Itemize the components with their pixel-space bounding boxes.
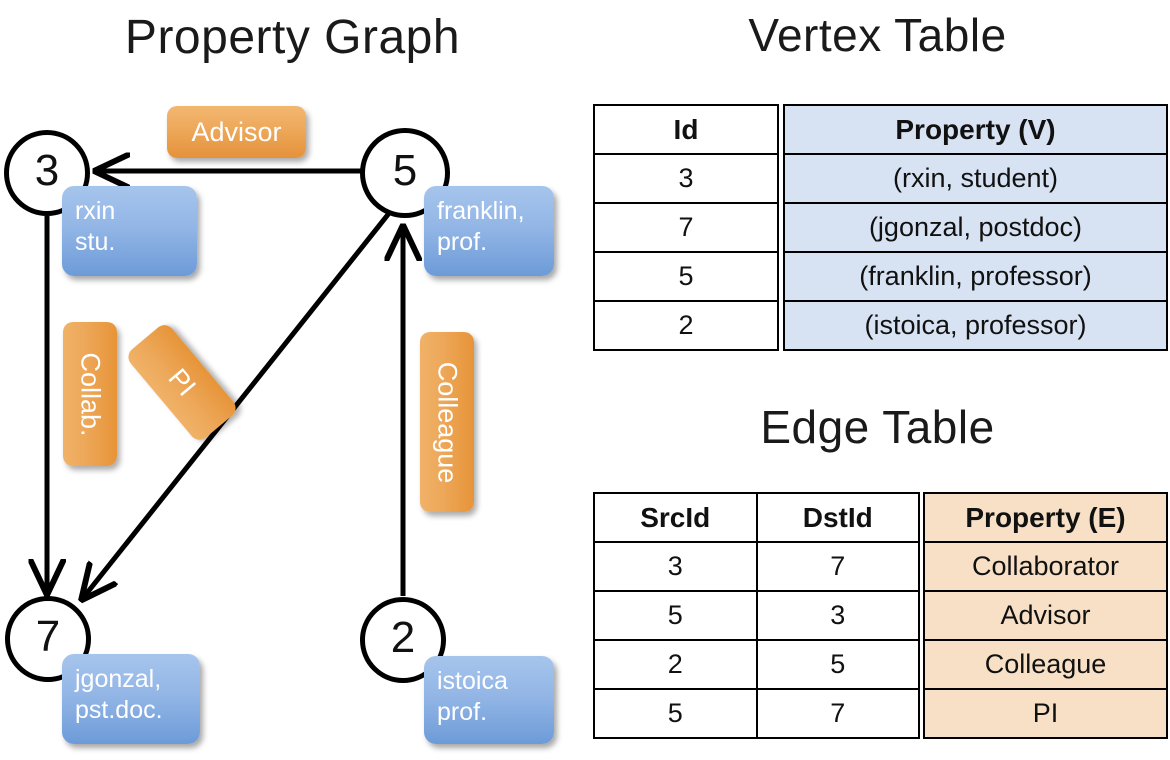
vertex-property-3-line1: rxin bbox=[75, 197, 116, 225]
edge-row-1-src: 5 bbox=[593, 590, 758, 641]
edge-row-2-dst: 5 bbox=[755, 639, 920, 690]
vertex-row-1-id: 7 bbox=[593, 202, 779, 253]
edge-row-3-src: 5 bbox=[593, 688, 758, 739]
edge-table-header-property: Property (E) bbox=[923, 492, 1168, 543]
edge-row-2-property: Colleague bbox=[923, 639, 1168, 690]
table-row[interactable]: (franklin, professor) bbox=[783, 251, 1168, 302]
table-header-row: Property (E) bbox=[923, 492, 1168, 543]
table-row[interactable]: 3 7 bbox=[593, 541, 920, 592]
table-row[interactable]: 2 bbox=[593, 300, 779, 351]
vertex-property-5-line2: prof. bbox=[437, 227, 488, 256]
vertex-property-7-line2: pst.doc. bbox=[75, 695, 163, 724]
table-row[interactable]: Advisor bbox=[923, 590, 1168, 641]
vertex-row-3-property: (istoica, professor) bbox=[783, 300, 1168, 351]
table-row[interactable]: 3 bbox=[593, 153, 779, 204]
edge-row-3-property: PI bbox=[923, 688, 1168, 739]
table-row[interactable]: 5 3 bbox=[593, 590, 920, 641]
table-header-row: Id bbox=[593, 104, 779, 155]
edge-property-box-collab[interactable]: Collab. bbox=[63, 322, 117, 466]
table-row[interactable]: (jgonzal, postdoc) bbox=[783, 202, 1168, 253]
edge-table-header-dstid: DstId bbox=[755, 492, 920, 543]
table-row[interactable]: (istoica, professor) bbox=[783, 300, 1168, 351]
edge-property-box-advisor[interactable]: Advisor bbox=[167, 106, 306, 158]
graph-node-2[interactable]: 2 bbox=[360, 597, 446, 683]
vertex-table-header-id: Id bbox=[593, 104, 779, 155]
edge-row-0-property: Collaborator bbox=[923, 541, 1168, 592]
edge-property-collab-label: Collab. bbox=[75, 351, 106, 437]
edge-property-pi-label: PI bbox=[162, 362, 203, 402]
vertex-property-5-line1: franklin, bbox=[437, 197, 525, 225]
vertex-property-box-2[interactable]: istoica prof. bbox=[424, 656, 554, 744]
page-title-property-graph: Property Graph bbox=[124, 11, 461, 64]
vertex-row-2-property: (franklin, professor) bbox=[783, 251, 1168, 302]
edge-row-0-dst: 7 bbox=[755, 541, 920, 592]
page-title-vertex-table: Vertex Table bbox=[748, 9, 1007, 61]
table-row[interactable]: PI bbox=[923, 688, 1168, 739]
table-header-row: SrcId DstId bbox=[593, 492, 920, 543]
table-row[interactable]: (rxin, student) bbox=[783, 153, 1168, 204]
edge-property-colleague-label: Colleague bbox=[432, 361, 463, 483]
vertex-property-7-line1: jgonzal, bbox=[75, 665, 162, 693]
vertex-row-1-property: (jgonzal, postdoc) bbox=[783, 202, 1168, 253]
edge-row-1-dst: 3 bbox=[755, 590, 920, 641]
edge-table-id-columns: SrcId DstId 3 7 5 3 2 5 5 7 bbox=[593, 492, 920, 739]
vertex-table-id-column: Id 3 7 5 2 bbox=[593, 104, 779, 351]
edge-row-3-dst: 7 bbox=[755, 688, 920, 739]
vertex-row-3-id: 2 bbox=[593, 300, 779, 351]
vertex-property-box-5[interactable]: franklin, prof. bbox=[424, 186, 554, 276]
graph-edges-svg bbox=[0, 0, 585, 760]
vertex-property-2-line1: istoica bbox=[437, 667, 508, 695]
vertex-row-0-property: (rxin, student) bbox=[783, 153, 1168, 204]
vertex-row-0-id: 3 bbox=[593, 153, 779, 204]
vertex-property-box-7[interactable]: jgonzal, pst.doc. bbox=[62, 654, 200, 744]
graph-node-2-label: 2 bbox=[390, 613, 416, 662]
graph-node-3-label: 3 bbox=[34, 146, 60, 195]
table-row[interactable]: 5 bbox=[593, 251, 779, 302]
table-row[interactable]: 5 7 bbox=[593, 688, 920, 739]
vertex-property-3-line2: stu. bbox=[75, 227, 116, 256]
table-header-row: Property (V) bbox=[783, 104, 1168, 155]
vertex-table-header-property: Property (V) bbox=[783, 104, 1168, 155]
edge-table-property-column: Property (E) Collaborator Advisor Collea… bbox=[923, 492, 1168, 739]
edge-row-1-property: Advisor bbox=[923, 590, 1168, 641]
property-graph-diagram: 3 5 7 2 rxin stu. franklin, prof. jgonza… bbox=[0, 0, 585, 760]
edge-property-advisor-label: Advisor bbox=[191, 116, 282, 147]
vertex-table-property-column: Property (V) (rxin, student) (jgonzal, p… bbox=[783, 104, 1168, 351]
table-row[interactable]: 7 bbox=[593, 202, 779, 253]
graph-node-5-label: 5 bbox=[392, 146, 418, 195]
vertex-property-2-line2: prof. bbox=[437, 697, 488, 726]
edge-row-2-src: 2 bbox=[593, 639, 758, 690]
edge-table-header-srcid: SrcId bbox=[593, 492, 758, 543]
graph-node-7-label: 7 bbox=[35, 612, 61, 661]
table-row[interactable]: Collaborator bbox=[923, 541, 1168, 592]
graph-node-5[interactable]: 5 bbox=[360, 128, 450, 218]
page-title-edge-table: Edge Table bbox=[760, 401, 995, 453]
table-row[interactable]: 2 5 bbox=[593, 639, 920, 690]
edge-property-box-colleague[interactable]: Colleague bbox=[420, 332, 474, 512]
vertex-row-2-id: 5 bbox=[593, 251, 779, 302]
edge-row-0-src: 3 bbox=[593, 541, 758, 592]
vertex-property-box-3[interactable]: rxin stu. bbox=[62, 186, 197, 276]
table-row[interactable]: Colleague bbox=[923, 639, 1168, 690]
edge-line-5-to-7 bbox=[83, 210, 392, 598]
